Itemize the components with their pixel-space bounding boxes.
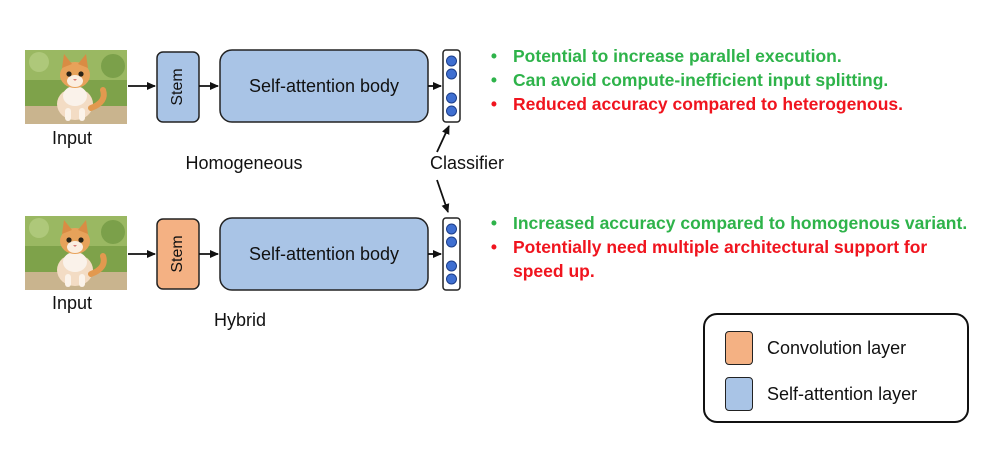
homogeneous-points: • Potential to increase parallel executi…	[487, 44, 967, 116]
legend-item-convolution: Convolution layer	[725, 331, 906, 365]
point-text: Can avoid compute-inefficient input spli…	[513, 70, 889, 90]
bullet-mark: •	[490, 94, 498, 114]
input-label-hybrid: Input	[52, 293, 92, 313]
classifier-pointer-up	[436, 125, 450, 153]
point-item: • Potentially need multiple architectura…	[487, 235, 977, 283]
neuron-icon	[446, 55, 457, 67]
neuron-icon	[446, 92, 457, 104]
variant-label-homogeneous: Homogeneous	[185, 153, 302, 173]
point-text: Reduced accuracy compared to heterogenou…	[513, 94, 903, 114]
body-label-hybrid: Self-attention body	[249, 244, 399, 264]
point-text: Increased accuracy compared to homogenou…	[513, 213, 968, 233]
homogeneous-row: Input Stem Self-attention body Homogeneo…	[25, 49, 461, 173]
classifier-label: Classifier	[430, 153, 504, 173]
point-item: • Can avoid compute-inefficient input sp…	[487, 68, 967, 92]
point-item: • Reduced accuracy compared to heterogen…	[487, 92, 967, 116]
neuron-icon	[446, 105, 457, 117]
bullet-mark: •	[490, 213, 498, 233]
point-item: • Increased accuracy compared to homogen…	[487, 211, 977, 235]
neuron-icon	[446, 273, 457, 285]
stem-label-homogeneous: Stem	[169, 68, 186, 105]
input-label-homogeneous: Input	[52, 128, 92, 148]
stem-label-hybrid: Stem	[169, 235, 186, 272]
legend-label-self-attention: Self-attention layer	[767, 383, 918, 404]
legend-label-convolution: Convolution layer	[767, 337, 907, 358]
neuron-icon	[446, 260, 457, 272]
hybrid-row: Input Stem Self-attention body Hybrid	[25, 216, 461, 330]
input-image-homogeneous	[25, 50, 127, 124]
input-image-hybrid	[25, 216, 127, 290]
legend: Convolution layer Self-attention layer	[703, 313, 969, 423]
body-label-homogeneous: Self-attention body	[249, 76, 399, 96]
bullet-mark: •	[490, 237, 498, 257]
classifier-homogeneous	[442, 49, 461, 123]
classifier-hybrid	[442, 217, 461, 291]
classifier-pointer-down	[436, 179, 450, 213]
neuron-icon	[446, 236, 457, 248]
point-item: • Potential to increase parallel executi…	[487, 44, 967, 68]
neuron-icon	[446, 223, 457, 235]
neuron-icon	[446, 68, 457, 80]
stem-block-homogeneous	[156, 51, 200, 123]
legend-swatch-self-attention	[725, 377, 753, 411]
bullet-mark: •	[490, 46, 498, 66]
point-text: Potentially need multiple architectural …	[513, 237, 928, 281]
legend-swatch-convolution	[725, 331, 753, 365]
variant-label-hybrid: Hybrid	[214, 310, 266, 330]
hybrid-points: • Increased accuracy compared to homogen…	[487, 211, 977, 283]
point-text: Potential to increase parallel execution…	[513, 46, 842, 66]
bullet-mark: •	[490, 70, 498, 90]
legend-item-self-attention: Self-attention layer	[725, 377, 917, 411]
